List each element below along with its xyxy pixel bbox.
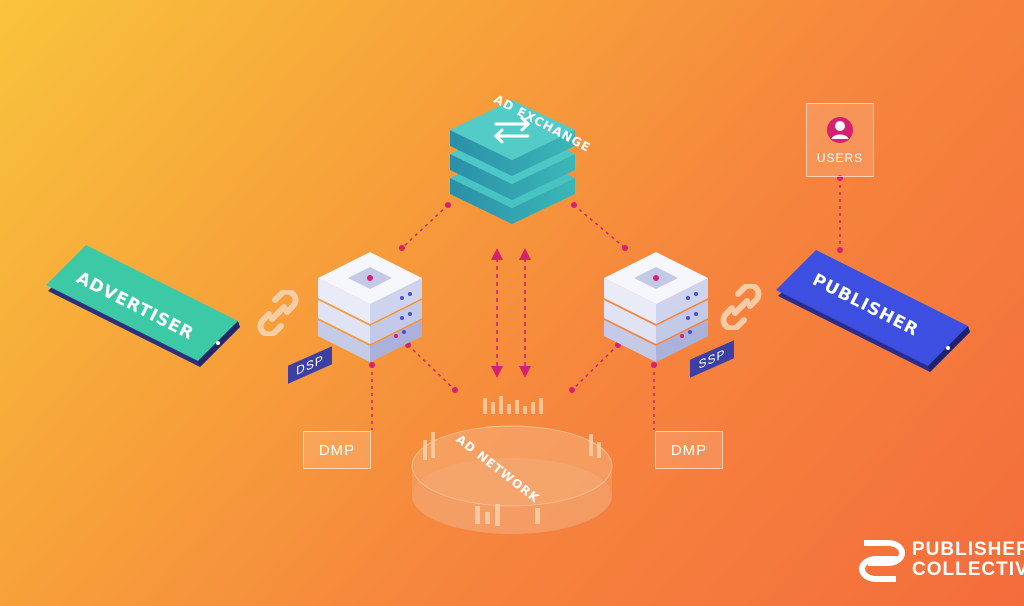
publisher-device <box>776 250 970 372</box>
brand-line-1: PUBLISHER <box>912 539 1024 560</box>
publisher-collective-logo: PUBLISHER COLLECTIVE <box>858 537 1024 583</box>
left-chain-link-icon <box>257 290 299 336</box>
dsp-server <box>318 252 422 362</box>
brand-line-2: COLLECTIVE <box>912 559 1024 580</box>
advertiser-device <box>46 245 240 367</box>
ad-network-bars <box>423 396 601 526</box>
swap-arrows-icon <box>493 116 531 144</box>
exchange-network-arrows <box>496 258 526 368</box>
users-box: USERS <box>806 103 874 177</box>
users-label: USERS <box>816 151 864 165</box>
ad-exchange-server <box>450 100 575 224</box>
dmp-right-box: DMP <box>655 431 723 469</box>
ad-network-ring <box>411 396 613 534</box>
right-chain-link-icon <box>720 284 762 330</box>
dmp-left-box: DMP <box>303 431 371 469</box>
user-avatar-icon <box>827 117 853 143</box>
ssp-server <box>604 252 708 362</box>
brand-mark-icon <box>859 540 905 582</box>
